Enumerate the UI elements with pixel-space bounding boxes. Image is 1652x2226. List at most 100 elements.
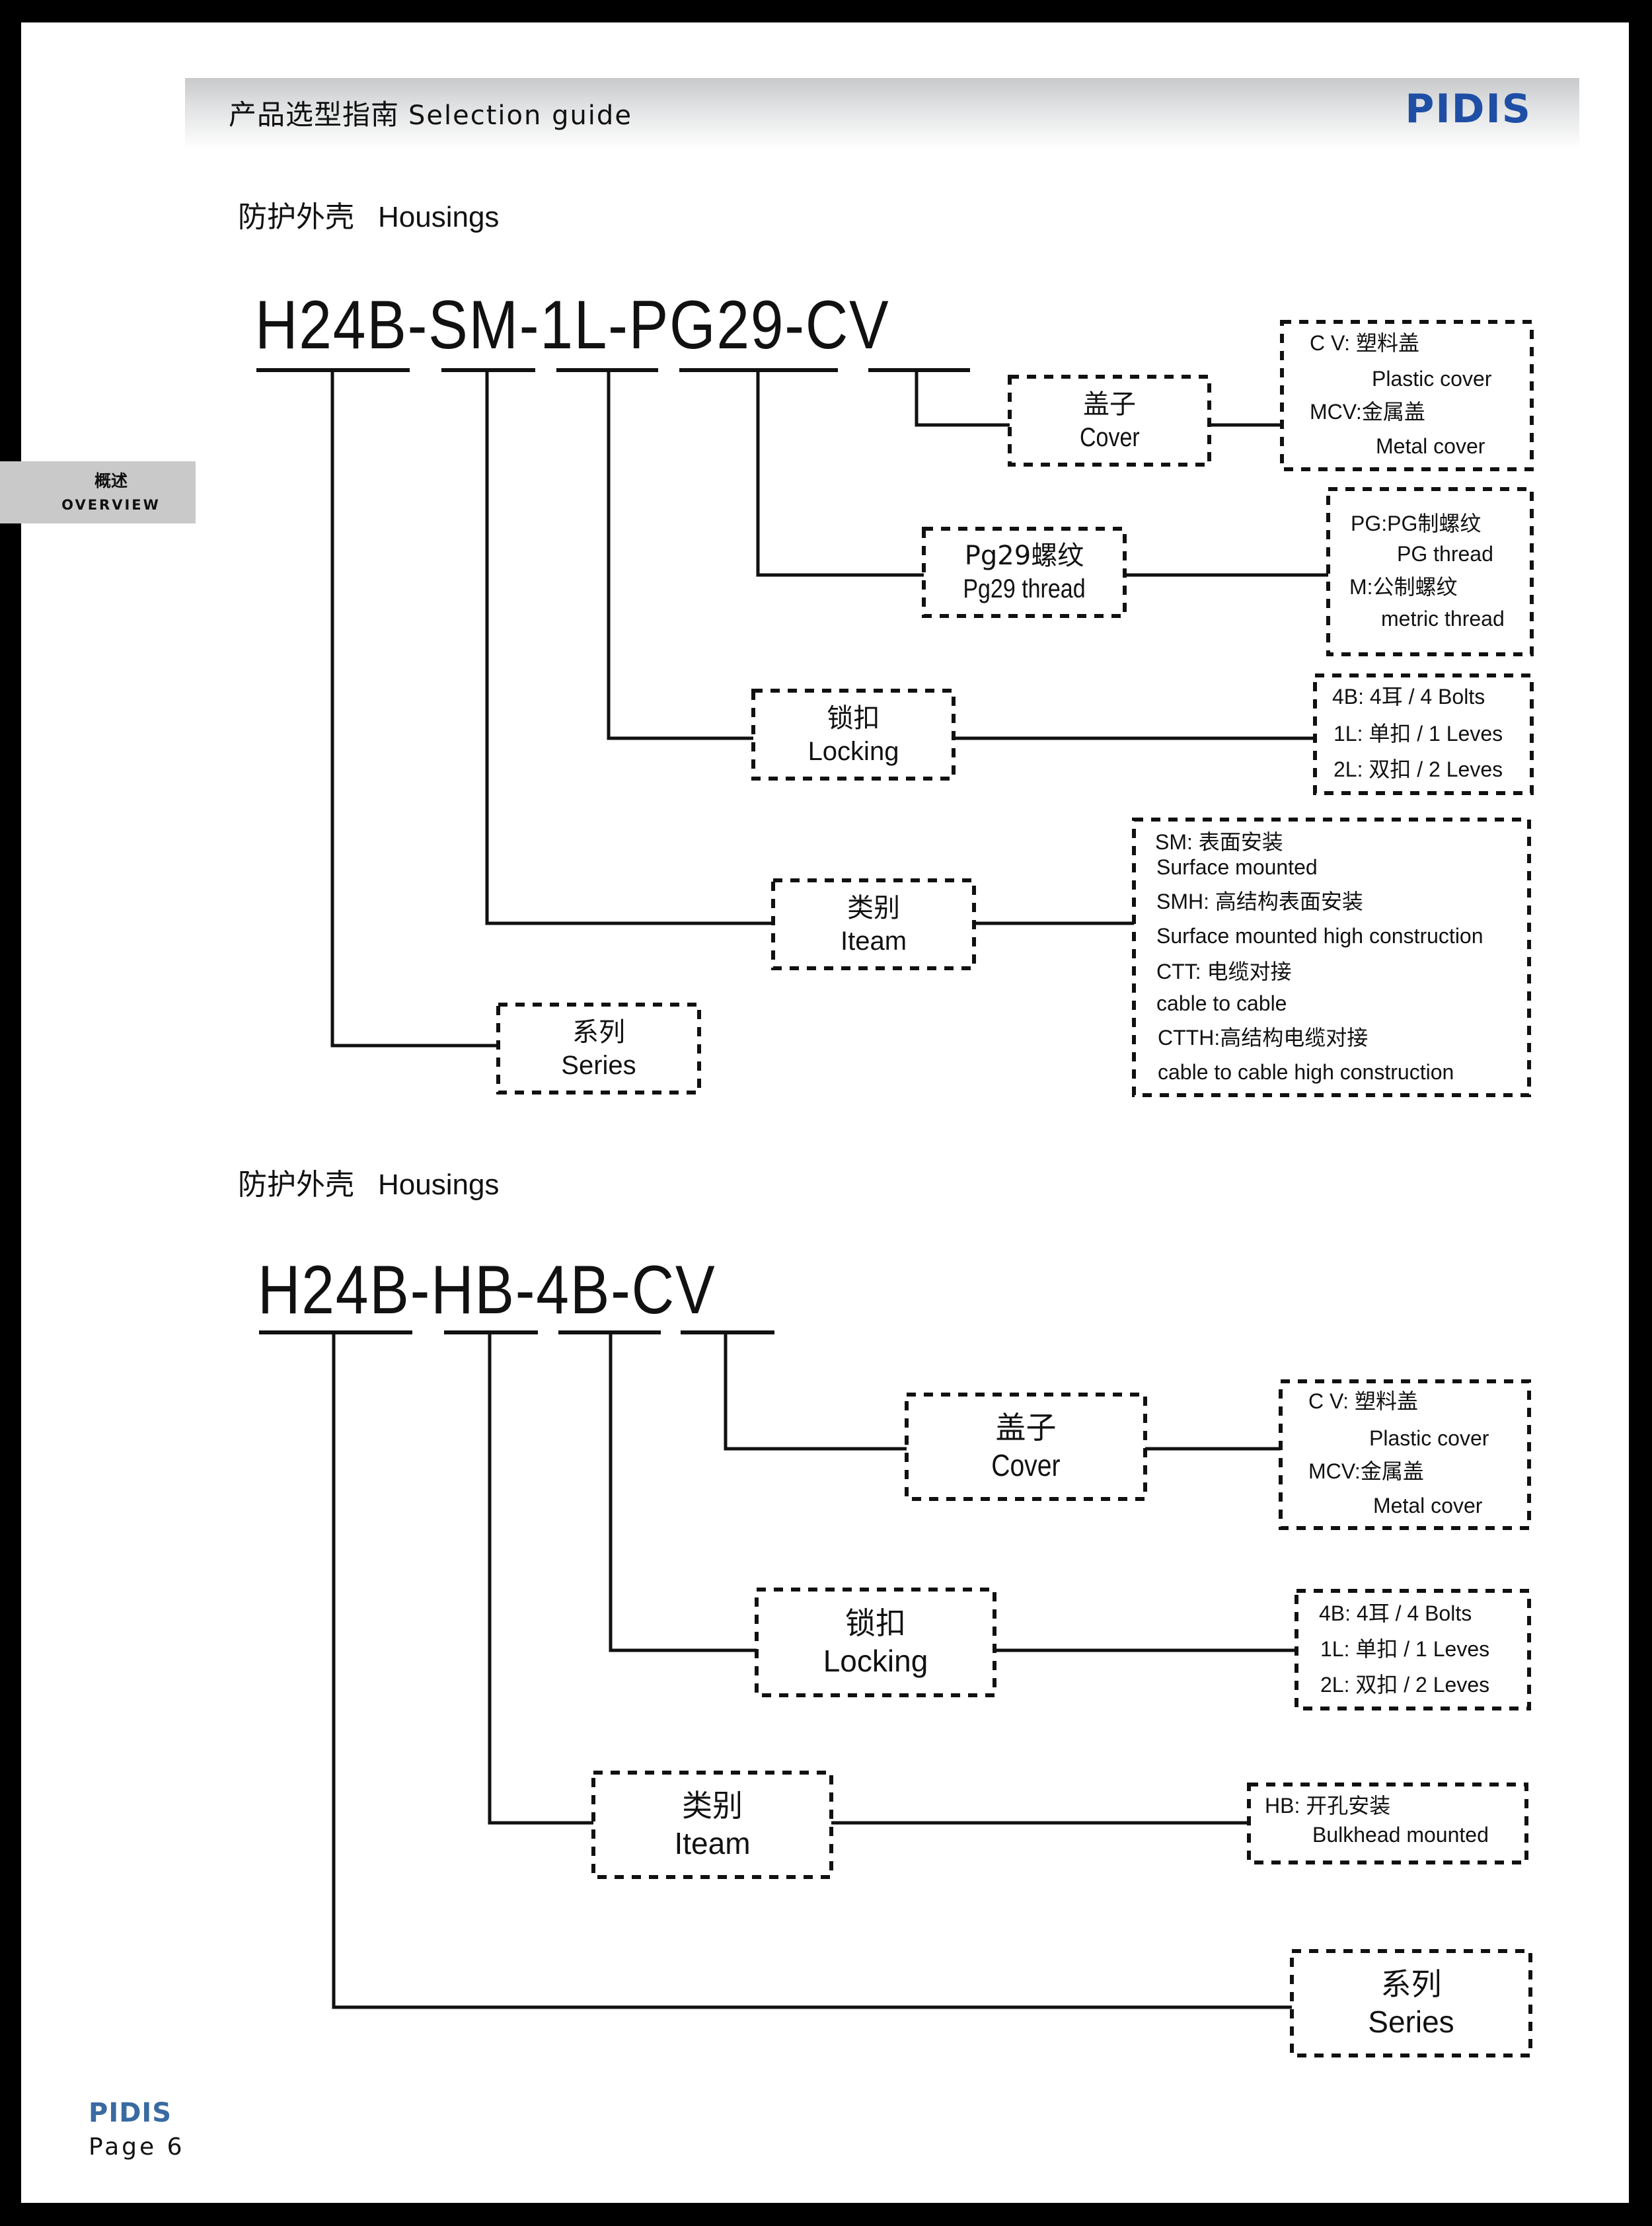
section-title-housings-1: 防护外壳 Housings — [238, 193, 499, 235]
category-label-zh: 类别 — [847, 892, 900, 923]
brand-logo: PIDIS — [1405, 86, 1532, 132]
connector — [488, 1332, 593, 1825]
box-item-options-1 — [1132, 818, 1531, 1097]
footer-brand: PIDIS — [89, 2098, 172, 2128]
option-line: Metal cover — [1373, 1494, 1483, 1517]
box-cover-options-2 — [1279, 1379, 1531, 1530]
diagram-2-lines — [259, 1330, 1296, 2009]
option-line: CTTH:高结构电缆对接 — [1158, 1026, 1369, 1050]
box-cover-options-1 — [1280, 320, 1534, 471]
category-thread-1: Pg29螺纹 Pg29 thread — [924, 529, 1125, 616]
header-title-zh: 产品选型指南 — [229, 98, 400, 131]
option-line: PG thread — [1397, 542, 1493, 566]
options-item-2: HB: 开孔安装 Bulkhead mounted — [1249, 1785, 1526, 1862]
option-line: CTT: 电缆对接 — [1156, 960, 1292, 983]
part-code-1: H24B-SM-1L-PG29-CV — [255, 287, 890, 364]
connector — [915, 370, 1010, 427]
section-title-en: Housings — [378, 1169, 500, 1201]
category-label-zh: 系列 — [572, 1017, 625, 1048]
category-label-en: Iteam — [674, 1826, 751, 1861]
category-label-en: Cover — [1079, 422, 1140, 452]
connector — [332, 1332, 1292, 2009]
category-label-zh: 类别 — [682, 1787, 743, 1823]
option-line: 4B: 4耳 / 4 Bolts — [1332, 685, 1485, 709]
connector — [330, 370, 498, 1048]
option-line: Plastic cover — [1369, 1426, 1489, 1450]
side-tab-overview[interactable]: 概述 OVERVIEW — [0, 461, 196, 523]
option-line: MCV:金属盖 — [1308, 1459, 1424, 1483]
box-thread-1 — [922, 527, 1127, 618]
option-line: SMH: 高结构表面安装 — [1156, 890, 1363, 913]
option-line: cable to cable — [1156, 991, 1287, 1015]
category-label-en: Series — [561, 1050, 636, 1080]
category-label-zh: 盖子 — [1083, 389, 1136, 420]
option-line: C V: 塑料盖 — [1310, 331, 1419, 355]
category-label-en: Series — [1368, 2005, 1454, 2039]
category-label-zh: 系列 — [1380, 1966, 1442, 2002]
box-locking-1 — [751, 689, 956, 781]
connector — [609, 1332, 757, 1652]
option-line: Metal cover — [1376, 434, 1485, 458]
option-line: HB: 开孔安装 — [1265, 1794, 1391, 1818]
option-line: C V: 塑料盖 — [1308, 1389, 1418, 1413]
diagram-1-lines — [256, 368, 1328, 1048]
options-locking-1: 4B: 4耳 / 4 Bolts 1L: 单扣 / 1 Leves 2L: 双扣… — [1315, 675, 1532, 793]
category-label-en: Cover — [991, 1448, 1061, 1482]
category-label-en: Iteam — [840, 926, 907, 956]
category-label-en: Locking — [807, 736, 899, 766]
category-label-zh: 盖子 — [995, 1409, 1057, 1445]
category-label-zh: 锁扣 — [845, 1605, 906, 1641]
category-label-en: Pg29 thread — [963, 574, 1086, 603]
option-line: SM: 表面安装 — [1155, 830, 1283, 854]
category-label-zh: Pg29螺纹 — [964, 541, 1084, 571]
section-title-zh: 防护外壳 — [238, 200, 354, 234]
option-line: Surface mounted — [1156, 855, 1318, 879]
section-title-housings-2: 防护外壳 Housings — [238, 1161, 499, 1203]
option-line: 4B: 4耳 / 4 Bolts — [1319, 1601, 1472, 1625]
section-title-zh: 防护外壳 — [238, 1168, 354, 1202]
option-line: Surface mounted high construction — [1156, 924, 1483, 948]
box-cover-1 — [1008, 375, 1211, 467]
options-locking-2: 4B: 4耳 / 4 Bolts 1L: 单扣 / 1 Leves 2L: 双扣… — [1296, 1591, 1529, 1708]
connector — [756, 370, 924, 577]
option-line: metric thread — [1381, 607, 1505, 631]
header-title: 产品选型指南 Selection guide — [229, 93, 632, 133]
option-line: Plastic cover — [1372, 367, 1492, 391]
option-line: M:公制螺纹 — [1349, 575, 1458, 599]
connector — [485, 370, 773, 925]
section-title-en: Housings — [378, 201, 500, 233]
option-line: Bulkhead mounted — [1312, 1823, 1489, 1847]
connector — [724, 1332, 907, 1451]
header-title-en: Selection guide — [408, 100, 632, 131]
option-line: 1L: 单扣 / 1 Leves — [1320, 1637, 1490, 1661]
part-code-2: H24B-HB-4B-CV — [258, 1252, 716, 1328]
box-locking-options-2 — [1295, 1589, 1531, 1710]
page-header: 产品选型指南 Selection guide PIDIS — [185, 78, 1579, 149]
connector — [607, 370, 753, 740]
box-series-1 — [496, 1003, 701, 1094]
option-line: 2L: 双扣 / 2 Leves — [1320, 1673, 1490, 1697]
option-line: 1L: 单扣 / 1 Leves — [1333, 722, 1503, 746]
page-number: Page 6 — [89, 2133, 185, 2161]
box-thread-options-1 — [1326, 487, 1534, 656]
box-item-options-2 — [1247, 1783, 1528, 1864]
box-locking-options-1 — [1313, 673, 1534, 795]
category-label-en: Locking — [823, 1644, 928, 1678]
option-line: cable to cable high construction — [1158, 1060, 1454, 1084]
dashed-boxes — [496, 320, 1534, 2057]
option-line: MCV:金属盖 — [1310, 400, 1425, 424]
options-item-1: SM: 表面安装 Surface mounted SMH: 高结构表面安装 Su… — [1134, 820, 1529, 1095]
options-cover-2: C V: 塑料盖 Plastic cover MCV:金属盖 Metal cov… — [1281, 1381, 1529, 1528]
option-line: PG:PG制螺纹 — [1351, 512, 1482, 535]
option-line: 2L: 双扣 / 2 Leves — [1333, 757, 1503, 781]
options-thread-1: PG:PG制螺纹 PG thread M:公制螺纹 metric thread — [1328, 489, 1532, 654]
